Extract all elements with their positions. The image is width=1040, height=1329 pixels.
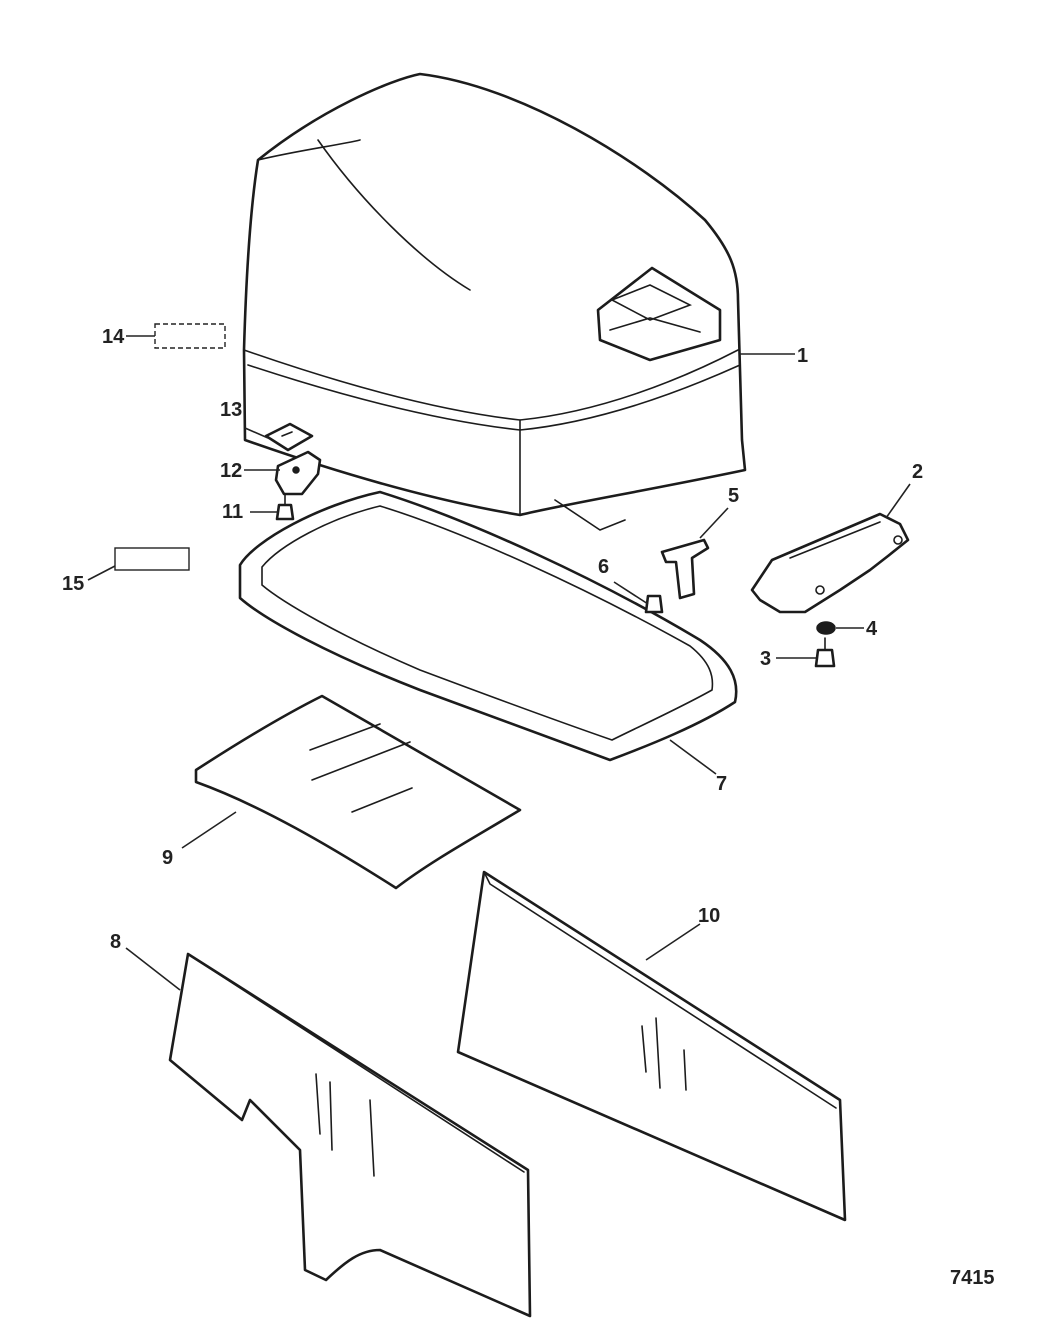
part-15-label <box>114 547 190 571</box>
part-14-decal <box>154 323 226 349</box>
part-6-screw <box>644 594 664 614</box>
callout-10: 10 <box>698 905 720 927</box>
part-4-washer <box>816 621 836 635</box>
callout-5: 5 <box>728 485 739 507</box>
part-13-clip-plate <box>264 422 314 452</box>
part-1-top-cowl <box>242 72 747 531</box>
part-8-shaped-foam-panel <box>168 952 532 1318</box>
callout-2: 2 <box>912 461 923 483</box>
leader-lines <box>87 335 911 991</box>
callout-3: 3 <box>760 648 771 670</box>
callout-14: 14 <box>102 326 125 348</box>
part-3-bolt <box>814 637 836 668</box>
part-10-foam-panel <box>456 870 847 1222</box>
callout-6: 6 <box>598 556 609 578</box>
part-11-screw <box>275 493 295 521</box>
part-2-bracket-plate <box>750 512 910 614</box>
callout-1: 1 <box>797 345 808 367</box>
part-12-latch <box>274 450 322 496</box>
callout-labels: 1 2 3 4 5 6 7 8 9 10 11 12 13 14 15 <box>62 326 923 953</box>
callout-7: 7 <box>716 773 727 795</box>
callout-15: 15 <box>62 573 84 595</box>
callout-12: 12 <box>220 460 242 482</box>
part-5-bracket <box>660 538 710 600</box>
part-9-foam-pad <box>194 694 522 890</box>
figure-number: 7415 <box>950 1267 995 1289</box>
callout-4: 4 <box>866 618 878 640</box>
callout-11: 11 <box>222 501 243 523</box>
callout-8: 8 <box>110 931 121 953</box>
callout-13: 13 <box>220 399 242 421</box>
part-7-seal <box>238 490 738 762</box>
callout-9: 9 <box>162 847 173 869</box>
